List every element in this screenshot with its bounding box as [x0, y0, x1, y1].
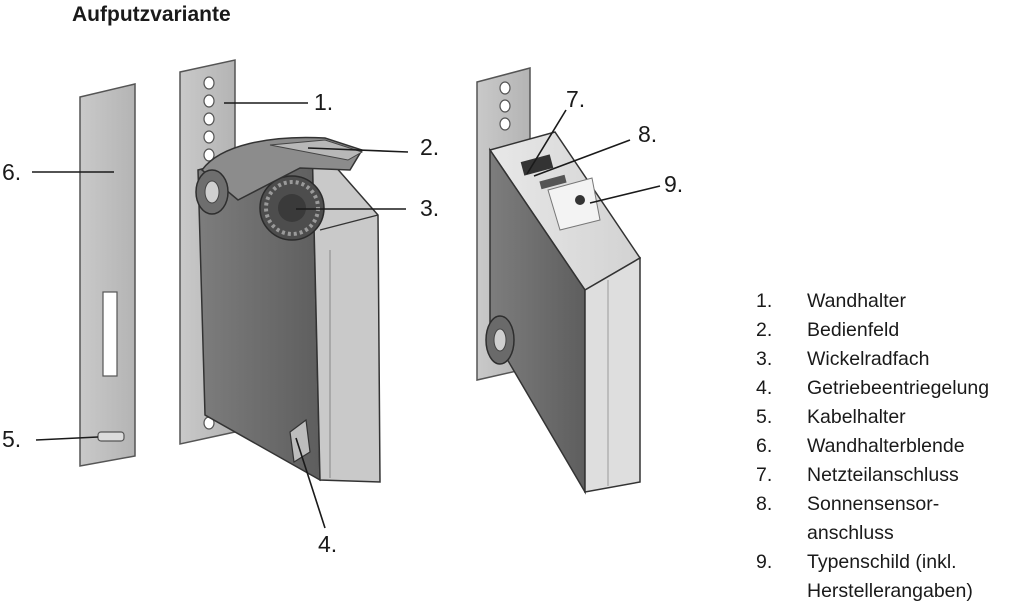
legend-number: 9. — [756, 551, 773, 573]
legend-item: 8. Sonnensensor- anschluss — [756, 490, 1024, 548]
legend-item: 1. Wandhalter — [756, 287, 1024, 316]
legend-item: 5. Kabelhalter — [756, 403, 1024, 432]
callout-5: 5. — [2, 426, 22, 452]
legend-item: 9. Typenschild (inkl. Herstellerangaben) — [756, 548, 1024, 606]
legend-number: 8. — [756, 493, 773, 515]
legend-item: 2. Bedienfeld — [756, 316, 1024, 345]
leader-lines — [32, 102, 661, 529]
legend-number: 2. — [756, 319, 773, 341]
callout-1: 1. — [314, 89, 334, 115]
legend: 1. Wandhalter 2. Bedienfeld 3. Wickelrad… — [756, 287, 1024, 606]
legend-label: Sonnensensor- anschluss — [807, 493, 940, 544]
legend-label: Kabelhalter — [807, 406, 906, 428]
legend-label: Wickelradfach — [807, 348, 930, 370]
callout-8: 8. — [638, 121, 658, 147]
legend-number: 7. — [756, 464, 773, 486]
legend-label: Bedienfeld — [807, 319, 900, 341]
legend-number: 6. — [756, 435, 773, 457]
legend-item: 3. Wickelradfach — [756, 345, 1024, 374]
legend-label: Typenschild (inkl. Herstellerangaben) — [807, 551, 973, 602]
cover-plate — [79, 83, 136, 467]
device-body-open — [195, 136, 381, 483]
callout-4: 4. — [318, 531, 338, 557]
legend-item: 4. Getriebeentriegelung — [756, 374, 1024, 403]
callout-6: 6. — [2, 159, 22, 185]
device-body-closed — [485, 131, 642, 495]
legend-number: 1. — [756, 290, 773, 312]
legend-label: Getriebeentriegelung — [807, 377, 990, 399]
callout-7: 7. — [566, 86, 586, 112]
legend-item: 7. Netzteilanschluss — [756, 461, 1024, 490]
callout-9: 9. — [664, 171, 684, 197]
callout-2: 2. — [420, 134, 440, 160]
legend-number: 5. — [756, 406, 773, 428]
callout-3: 3. — [420, 195, 440, 221]
legend-label: Netzteilanschluss — [807, 464, 959, 486]
legend-label: Wandhalter — [807, 290, 906, 312]
legend-number: 3. — [756, 348, 773, 370]
legend-number: 4. — [756, 377, 773, 399]
page-title: Aufputzvariante — [72, 3, 231, 26]
legend-item: 6. Wandhalterblende — [756, 432, 1024, 461]
legend-label: Wandhalterblende — [807, 435, 965, 457]
